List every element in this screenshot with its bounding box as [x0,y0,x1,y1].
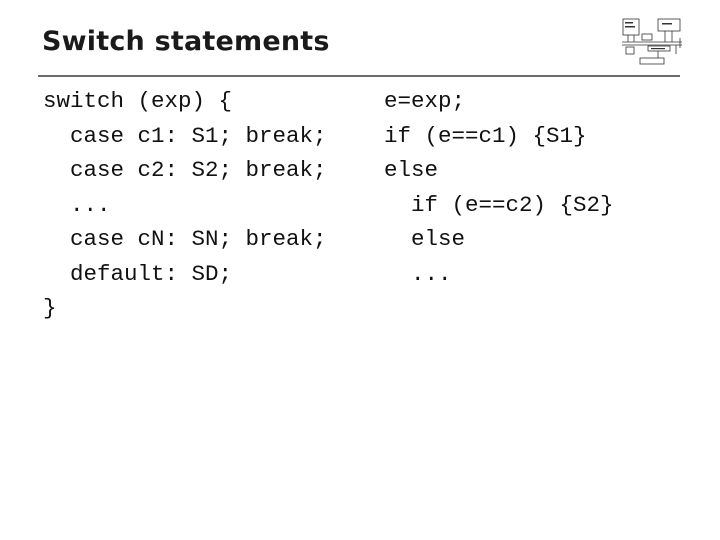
switch-code-block: switch (exp) { case c1: S1; break; case … [43,84,327,326]
code-line: case c1: S1; break; [43,122,327,149]
code-line: if (e==c1) {S1} [384,122,587,149]
code-line: e=exp; [384,88,466,114]
system-diagram-thumbnail-icon [622,18,682,65]
code-line: switch (exp) { [43,88,233,114]
title-divider [38,75,680,77]
if-else-code-block: e=exp; if (e==c1) {S1} else if (e==c2) {S2… [384,84,614,291]
slide-title: Switch statements [42,26,330,57]
code-line: else [384,226,466,252]
code-line: if (e==c2) {S2} [384,191,614,218]
code-line: else [384,157,439,183]
code-line: case cN: SN; break; [43,226,327,252]
code-line: case c2: S2; break; [43,157,327,183]
code-line: ... [384,260,452,287]
code-line: } [43,295,57,321]
code-line: default: SD; [43,260,233,287]
code-line: ... [43,191,111,218]
